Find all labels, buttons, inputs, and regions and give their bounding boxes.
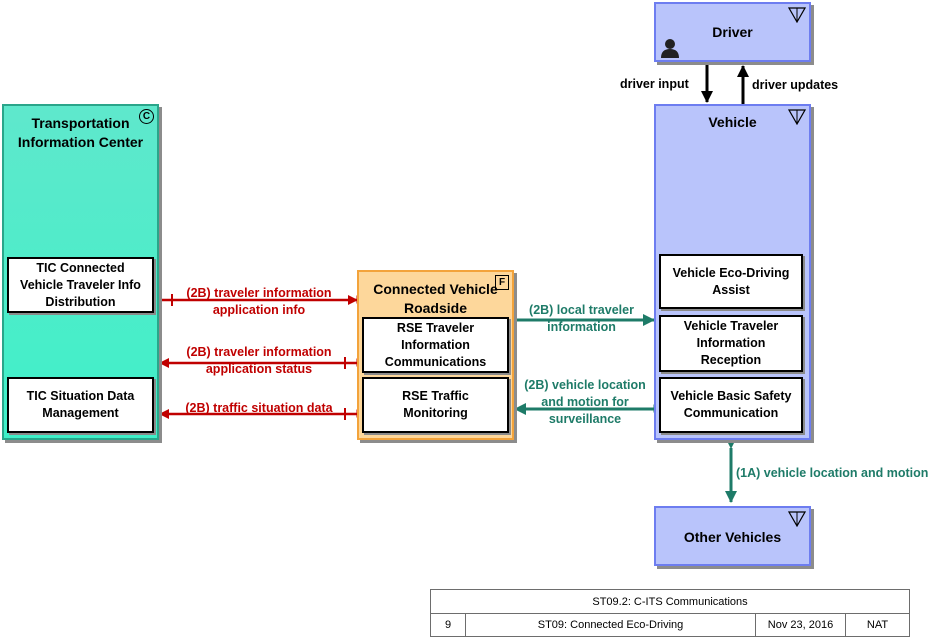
driver-node[interactable]: Driver (654, 2, 811, 62)
diagram-date: Nov 23, 2016 (756, 614, 846, 636)
tic-title: Transportation Information Center (17, 115, 144, 150)
field-badge-icon: F (495, 275, 509, 290)
other-vehicles-node[interactable]: Other Vehicles (654, 506, 811, 566)
vehicle-eco-driving-assist[interactable]: Vehicle Eco-Driving Assist (659, 254, 803, 309)
driver-updates-label: driver updates (752, 78, 839, 92)
rse-traffic-monitoring[interactable]: RSE Traffic Monitoring (362, 377, 509, 433)
terminator-badge-icon (788, 7, 806, 23)
local-traveler-info-label: (2B) local traveler information (529, 303, 634, 334)
diagram-scope: NAT (866, 619, 889, 631)
rse-traveler-information-communications[interactable]: RSE Traveler Information Communications (362, 317, 509, 373)
project-name: ST09: Connected Eco-Driving (466, 614, 756, 636)
traveler-info-app-status-label: (2B) traveler information application st… (186, 345, 332, 376)
vehicle-basic-safety-communication[interactable]: Vehicle Basic Safety Communication (659, 377, 803, 433)
vehicle-location-motion-label: (1A) vehicle location and motion (736, 466, 929, 480)
vehicle-title: Vehicle (708, 114, 757, 130)
terminator-badge-icon (788, 109, 806, 125)
roadside-title: Connected Vehicle Roadside (373, 281, 498, 316)
driver-title: Driver (712, 24, 753, 40)
traveler-info-app-info-label: (2B) traveler information application in… (186, 286, 332, 317)
title-block: ST09.2: C-ITS Communications 9 ST09: Con… (430, 589, 910, 637)
traffic-situation-data-label: (2B) traffic situation data (185, 401, 333, 415)
other-vehicles-title: Other Vehicles (683, 529, 782, 545)
diagram-title: ST09.2: C-ITS Communications (431, 590, 909, 614)
person-icon (661, 39, 679, 58)
terminator-badge-icon (788, 511, 806, 527)
tic-situation-data-management[interactable]: TIC Situation Data Management (7, 377, 154, 433)
vehicle-location-surveillance-label: (2B) vehicle location and motion for sur… (524, 378, 646, 426)
tic-connected-vehicle-traveler-info-distribution[interactable]: TIC Connected Vehicle Traveler Info Dist… (7, 257, 154, 313)
vehicle-traveler-information-reception[interactable]: Vehicle Traveler Information Reception (659, 315, 803, 372)
center-badge-icon: C (139, 109, 154, 124)
driver-input-label: driver input (620, 77, 689, 91)
page-number: 9 (431, 614, 466, 636)
